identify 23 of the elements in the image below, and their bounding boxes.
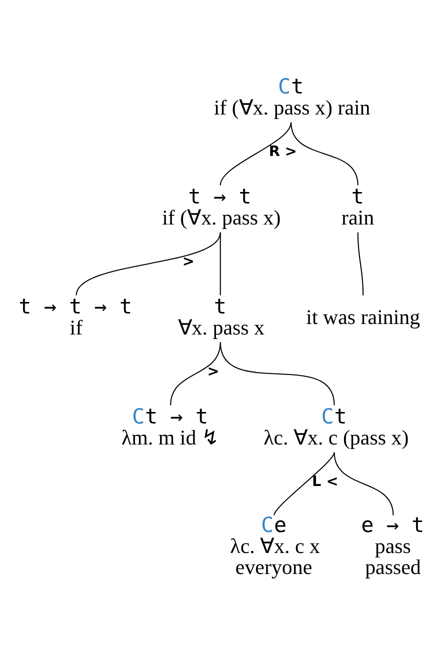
node-text: t rain: [342, 184, 374, 229]
node-text: t ∀x. pass x: [178, 294, 265, 339]
node-text: Ce λc. ∀x. c x everyone: [230, 512, 320, 578]
node-text: t → t if (∀x. pass x): [162, 184, 281, 229]
node-text: Ct λc. ∀x. c (pass x): [264, 404, 409, 449]
connector: [220, 342, 335, 405]
connector: [76, 232, 221, 295]
node-text: it was raining: [306, 304, 420, 328]
edge-label: R >: [268, 144, 297, 160]
connector: [334, 452, 394, 515]
connector: [220, 122, 292, 185]
connector: [357, 232, 364, 295]
node-text: Ct if (∀x. pass x) rain: [214, 74, 370, 119]
node-text: Ct → t λm. m id ↯: [121, 404, 220, 449]
edge-label: L <: [312, 474, 338, 490]
connector: [220, 232, 221, 295]
connector: [274, 452, 335, 515]
connector: [170, 342, 221, 405]
connector: [290, 122, 358, 185]
node-text: e → t pass passed: [361, 512, 424, 578]
edge-label: >: [182, 254, 194, 270]
node-text: t → t → t if: [18, 294, 132, 339]
edge-label: >: [207, 364, 220, 380]
